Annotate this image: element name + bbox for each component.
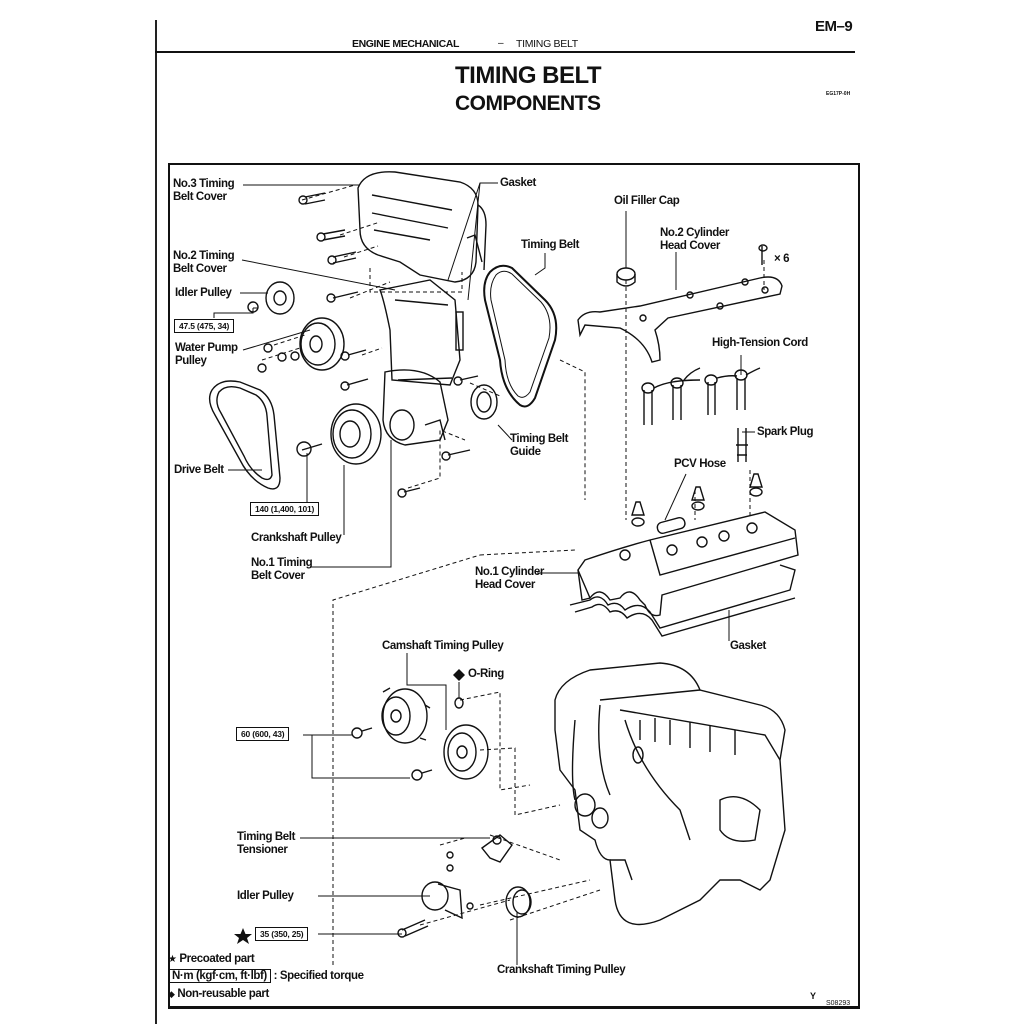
label-idler-pulley-top: Idler Pulley xyxy=(175,287,232,299)
label-line: No.2 Cylinder xyxy=(660,227,729,239)
label-line: No.1 Cylinder xyxy=(475,566,544,578)
torque-crank-bolt: 140 (1,400, 101) xyxy=(250,502,320,516)
label-no1-timing-belt-cover: No.1 Timing Belt Cover xyxy=(251,557,313,583)
label-line: Belt Cover xyxy=(251,570,305,582)
header-rule xyxy=(155,51,855,53)
timing-belt-guide xyxy=(470,384,498,420)
oil-filler-cap xyxy=(616,267,636,287)
label-gasket-top: Gasket xyxy=(500,177,536,189)
label-line: Belt Cover xyxy=(173,191,227,203)
page-number: EM–9 xyxy=(815,18,853,35)
legend-precoated-text: Precoated part xyxy=(179,953,255,965)
no2-timing-belt-cover xyxy=(379,279,464,386)
label-crankshaft-pulley: Crankshaft Pulley xyxy=(251,532,342,544)
label-line: Head Cover xyxy=(475,579,535,591)
drive-belt xyxy=(208,380,281,490)
section-title: ENGINE MECHANICAL xyxy=(352,38,459,50)
page-subtitle: COMPONENTS xyxy=(455,92,601,115)
pcv-hose xyxy=(656,516,686,534)
label-high-tension-cord: High-Tension Cord xyxy=(712,337,808,349)
label-line: Belt Cover xyxy=(173,263,227,275)
legend-torque: N·m (kgf·cm, ft·lbf) : Specified torque xyxy=(168,969,364,983)
legend-nonreusable-text: Non-reusable part xyxy=(177,988,269,1000)
high-tension-cords xyxy=(641,367,761,425)
reference-code: EG17P-0H xyxy=(826,91,851,97)
label-bolt-count: × 6 xyxy=(774,253,790,265)
nonreusable-icon: ◆ xyxy=(168,989,175,999)
torque-idler-nut: 47.5 (475, 34) xyxy=(174,319,235,333)
figure-code: S08293 xyxy=(826,1000,851,1007)
label-oil-filler-cap: Oil Filler Cap xyxy=(614,195,680,207)
label-line: No.3 Timing xyxy=(173,178,235,190)
label-crankshaft-timing-pulley: Crankshaft Timing Pulley xyxy=(497,964,626,976)
label-no2-cylinder-head-cover: No.2 Cylinder Head Cover xyxy=(660,227,729,253)
label-line: Timing Belt xyxy=(510,433,569,445)
legend-precoated: ★ Precoated part xyxy=(168,953,255,965)
precoated-icon: ★ xyxy=(168,954,177,965)
label-timing-belt: Timing Belt xyxy=(521,239,580,251)
timing-belt-tensioner xyxy=(446,834,513,872)
leader-lines xyxy=(213,182,755,965)
crankshaft-timing-pulley xyxy=(505,886,532,918)
no1-cylinder-head-cover xyxy=(577,511,799,617)
label-gasket-head-cover: Gasket xyxy=(730,640,766,652)
label-line: Water Pump xyxy=(175,342,238,354)
star-icon xyxy=(234,928,252,944)
label-line: Timing Belt xyxy=(237,831,296,843)
label-drive-belt: Drive Belt xyxy=(174,464,224,476)
legend-torque-desc: : Specified torque xyxy=(273,970,364,982)
torque-idler-bolt: 35 (350, 25) xyxy=(255,927,309,941)
label-water-pump-pulley: Water Pump Pulley xyxy=(175,342,238,368)
legend-torque-units: N·m (kgf·cm, ft·lbf) xyxy=(168,969,271,983)
spark-plug xyxy=(736,428,748,462)
subsection-title: TIMING BELT xyxy=(516,38,578,50)
torque-cam-bolt: 60 (600, 43) xyxy=(236,727,290,741)
idler-pulley-upper xyxy=(247,281,295,315)
camshaft-timing-pulleys xyxy=(351,687,489,781)
label-timing-belt-guide: Timing Belt Guide xyxy=(510,433,568,459)
label-spark-plug: Spark Plug xyxy=(757,426,814,438)
page-title: TIMING BELT xyxy=(455,62,602,89)
label-line: Tensioner xyxy=(237,844,288,856)
crankshaft-pulley xyxy=(330,403,382,465)
label-pcv-hose: PCV Hose xyxy=(674,458,726,470)
label-line: Guide xyxy=(510,446,541,458)
label-camshaft-timing-pulley: Camshaft Timing Pulley xyxy=(382,640,504,652)
grommets xyxy=(631,473,763,527)
idler-pulley-lower xyxy=(397,881,474,938)
no1-timing-belt-cover xyxy=(382,369,449,446)
label-line: Pulley xyxy=(175,355,207,367)
diamond-icon xyxy=(453,669,465,681)
cover-bolts xyxy=(296,192,479,498)
legend-symbols xyxy=(234,669,465,944)
label-line: No.1 Timing xyxy=(251,557,313,569)
label-line: Head Cover xyxy=(660,240,720,252)
timing-belt-loop xyxy=(483,264,558,408)
water-pump-pulley xyxy=(257,317,345,373)
view-mark: Y xyxy=(810,991,816,1001)
no3-timing-belt-cover xyxy=(357,171,487,283)
label-idler-pulley-bottom: Idler Pulley xyxy=(237,890,294,902)
page-edge xyxy=(155,20,157,1024)
engine-assembly xyxy=(554,662,786,926)
label-line: No.2 Timing xyxy=(173,250,235,262)
label-no2-timing-belt-cover: No.2 Timing Belt Cover xyxy=(173,250,235,276)
label-no1-cylinder-head-cover: No.1 Cylinder Head Cover xyxy=(475,566,544,592)
header-separator: – xyxy=(498,38,504,49)
cylinder-head-cover-gasket xyxy=(569,564,796,637)
label-no3-timing-belt-cover: No.3 Timing Belt Cover xyxy=(173,178,235,204)
legend-nonreusable: ◆ Non-reusable part xyxy=(168,988,269,1000)
label-timing-belt-tensioner: Timing Belt Tensioner xyxy=(237,831,295,857)
no2-cylinder-head-cover xyxy=(577,244,783,363)
label-o-ring: O-Ring xyxy=(468,668,504,680)
